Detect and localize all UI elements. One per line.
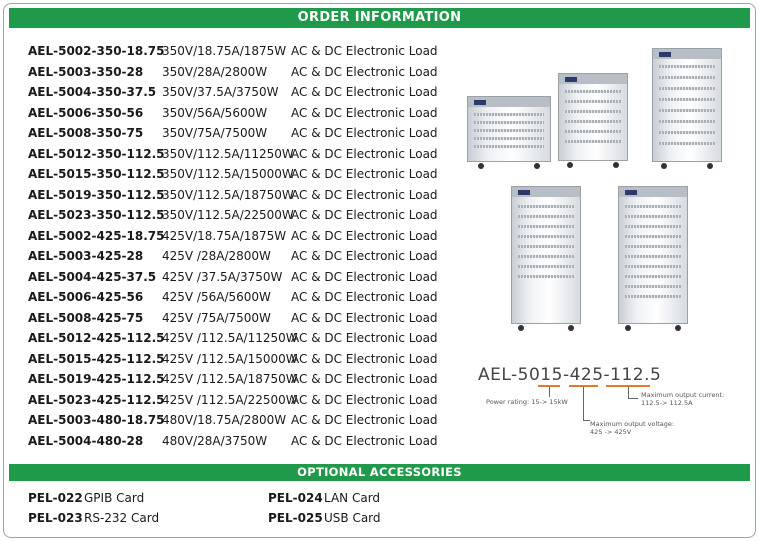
- model-type: AC & DC Electronic Load: [291, 310, 438, 325]
- voltage-note-line1: Maximum output voltage:: [590, 420, 675, 428]
- product-image-small: [467, 96, 551, 169]
- voltage-note-line2: 425 -> 425V: [590, 428, 632, 436]
- product-image-medium: [558, 73, 628, 168]
- model-spec: 425V /75A/7500W: [162, 310, 271, 325]
- model-spec: 425V /28A/2800W: [162, 249, 271, 263]
- model-type: AC & DC Electronic Load: [291, 413, 438, 427]
- model-number: AEL-5004-425-37.5: [28, 269, 157, 284]
- current-note-line1: Maximum output current:: [641, 391, 725, 399]
- model-spec: 350V/112.5A/18750W: [162, 187, 294, 202]
- current-underline: [606, 385, 650, 387]
- model-spec: 425V/18.75A/1875W: [162, 228, 287, 243]
- model-type: AC & DC Electronic Load: [291, 290, 438, 304]
- model-type: AC & DC Electronic Load: [291, 167, 438, 181]
- model-number: AEL-5019-350-112.5: [28, 187, 165, 202]
- product-image-cabinet-right: [618, 186, 688, 331]
- power-rating-note: Power rating: 15-> 15kW: [486, 398, 568, 406]
- optional-accessories-header: OPTIONAL ACCESSORIES: [9, 464, 750, 481]
- model-number: AEL-5003-425-28: [28, 249, 144, 263]
- accessory-code: PEL-022: [28, 491, 83, 505]
- model-number: AEL-5012-350-112.5: [28, 146, 165, 161]
- model-type: AC & DC Electronic Load: [291, 85, 438, 99]
- model-spec: 350V/112.5A/11250W: [162, 146, 294, 161]
- model-spec: 425V /112.5A/11250W: [162, 331, 298, 345]
- accessory-item: PEL-023RS-232 Card: [28, 508, 159, 528]
- model-number: AEL-5006-425-56: [28, 290, 144, 304]
- model-spec: 425V /56A/5600W: [162, 290, 271, 304]
- model-number: AEL-5002-350-18.75: [28, 44, 165, 58]
- model-number: AEL-5006-350-56: [28, 105, 144, 120]
- model-type: AC & DC Electronic Load: [291, 331, 438, 345]
- model-number: AEL-5023-350-112.5: [28, 208, 165, 222]
- accessory-item: PEL-025USB Card: [268, 508, 381, 528]
- model-type: AC & DC Electronic Load: [291, 372, 438, 386]
- current-arrow: [628, 387, 629, 398]
- model-type: AC & DC Electronic Load: [291, 105, 438, 120]
- model-spec: 350V/28A/2800W: [162, 64, 268, 79]
- model-number: AEL-5012-425-112.5: [28, 331, 165, 345]
- accessory-code: PEL-025: [268, 511, 323, 525]
- current-note-line2: 112.5-> 112.5A: [641, 399, 693, 407]
- model-number: AEL-5002-425-18.75: [28, 228, 165, 243]
- model-number: AEL-5015-350-112.5: [28, 167, 165, 181]
- model-spec: 425V /112.5A/22500W: [162, 392, 298, 407]
- model-number: AEL-5019-425-112.5: [28, 372, 165, 386]
- product-image-large: [652, 48, 722, 169]
- model-number: AEL-5004-480-28: [28, 433, 144, 448]
- voltage-arrow-tip: [583, 420, 590, 421]
- accessory-item: PEL-022GPIB Card: [28, 488, 144, 508]
- model-spec: 425V /112.5A/15000W: [162, 351, 298, 366]
- model-spec: 350V/18.75A/1875W: [162, 44, 287, 58]
- model-number: AEL-5003-480-18.75: [28, 413, 165, 427]
- power-underline: [538, 385, 560, 387]
- model-type: AC & DC Electronic Load: [291, 392, 438, 407]
- model-number: AEL-5015-425-112.5: [28, 351, 165, 366]
- model-spec: 425V /37.5A/3750W: [162, 269, 283, 284]
- model-spec: 350V/112.5A/15000W: [162, 167, 294, 181]
- model-spec: 350V/112.5A/22500W: [162, 208, 294, 222]
- current-note: Maximum output current: 112.5-> 112.5A: [641, 391, 724, 407]
- power-arrow: [549, 387, 550, 397]
- model-number: AEL-5023-425-112.5: [28, 392, 165, 407]
- product-image-cabinet-left: [511, 186, 581, 331]
- model-type: AC & DC Electronic Load: [291, 187, 438, 202]
- accessory-code: PEL-024: [268, 491, 323, 505]
- model-type: AC & DC Electronic Load: [291, 351, 438, 366]
- accessory-item: PEL-024LAN Card: [268, 488, 380, 508]
- model-spec: 480V/18.75A/2800W: [162, 413, 287, 427]
- accessory-code: PEL-023: [28, 511, 83, 525]
- model-type: AC & DC Electronic Load: [291, 208, 438, 222]
- model-type: AC & DC Electronic Load: [291, 269, 438, 284]
- model-type: AC & DC Electronic Load: [291, 126, 438, 140]
- model-spec: 425V /112.5A/18750W: [162, 372, 298, 386]
- model-number: AEL-5003-350-28: [28, 64, 144, 79]
- voltage-underline: [569, 385, 598, 387]
- model-type: AC & DC Electronic Load: [291, 228, 438, 243]
- model-type: AC & DC Electronic Load: [291, 146, 438, 161]
- accessory-name: USB Card: [324, 511, 381, 525]
- model-spec: 480V/28A/3750W: [162, 433, 268, 448]
- model-spec: 350V/56A/5600W: [162, 105, 268, 120]
- model-number: AEL-5008-350-75: [28, 126, 144, 140]
- model-type: AC & DC Electronic Load: [291, 433, 438, 448]
- voltage-arrow: [583, 387, 584, 420]
- model-type: AC & DC Electronic Load: [291, 64, 438, 79]
- current-arrow-tip: [628, 398, 638, 399]
- model-number: AEL-5004-350-37.5: [28, 85, 157, 99]
- part-number-example: AEL-5015-425-112.5: [478, 365, 662, 385]
- order-information-header: ORDER INFORMATION: [9, 8, 750, 28]
- model-spec: 350V/75A/7500W: [162, 126, 268, 140]
- accessory-name: LAN Card: [324, 491, 381, 505]
- voltage-note: Maximum output voltage: 425 -> 425V: [590, 420, 674, 436]
- model-type: AC & DC Electronic Load: [291, 249, 438, 263]
- model-type: AC & DC Electronic Load: [291, 44, 438, 58]
- model-number: AEL-5008-425-75: [28, 310, 144, 325]
- accessory-name: RS-232 Card: [84, 511, 160, 525]
- accessory-name: GPIB Card: [84, 491, 145, 505]
- model-spec: 350V/37.5A/3750W: [162, 85, 279, 99]
